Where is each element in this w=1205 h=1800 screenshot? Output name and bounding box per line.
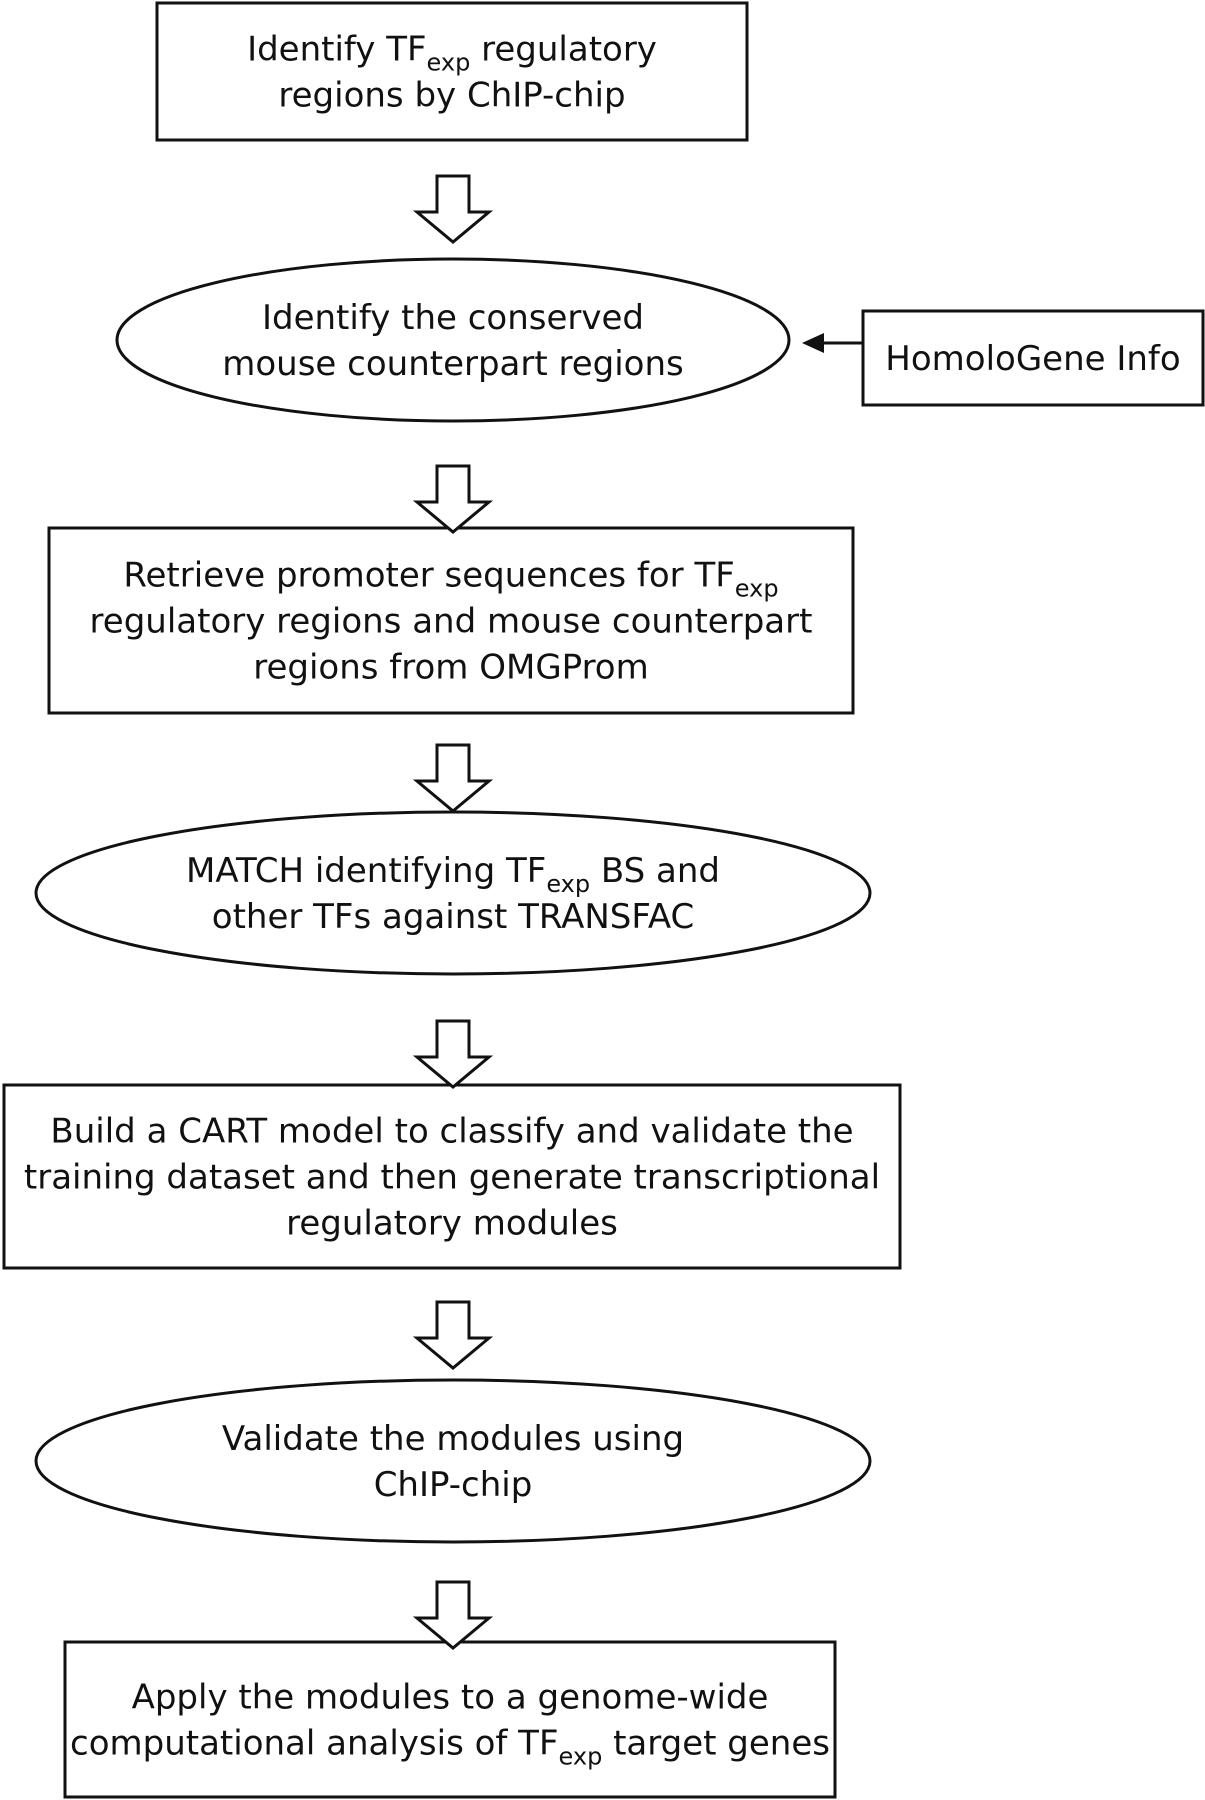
flowchart-arrows: [412, 174, 494, 1650]
text-segment: regulatory regions and mouse counterpart: [90, 602, 813, 642]
text-segment: Apply the modules to a genome-wide: [132, 1678, 769, 1718]
step-text-line: regulatory regions and mouse counterpart: [90, 602, 813, 642]
text-segment: regulatory modules: [286, 1204, 618, 1244]
text-segment: mouse counterpart regions: [222, 344, 684, 384]
homologene-label: HomoloGene Info: [885, 339, 1180, 379]
text-segment: other TFs against TRANSFAC: [212, 897, 694, 937]
step-box: [63, 1640, 837, 1799]
step-text-line: ChIP-chip: [374, 1465, 533, 1505]
homologene-arrowhead-icon: [802, 333, 824, 353]
text-segment: MATCH identifying TF: [186, 851, 546, 891]
step-text-line: regulatory modules: [286, 1204, 618, 1244]
step-2: Identify the conserved mouse counterpart …: [115, 257, 791, 423]
step-text-line: Validate the modules using: [222, 1419, 684, 1459]
step-text-line: Identify the conserved: [262, 298, 644, 338]
step-text-line: Retrieve promoter sequences for TFexp: [123, 556, 778, 603]
step-text-line: Build a CART model to classify and valid…: [50, 1112, 853, 1152]
step-text-line: MATCH identifying TFexp BS and: [186, 851, 720, 898]
text-segment: Build a CART model to classify and valid…: [50, 1112, 853, 1152]
step-text-line: Apply the modules to a genome-wide: [132, 1678, 769, 1718]
step-text-line: regions by ChIP-chip: [278, 76, 625, 116]
step-ellipse: [115, 257, 791, 423]
step-text-line: regions from OMGProm: [253, 648, 648, 688]
text-segment: computational analysis of TF: [70, 1724, 559, 1764]
text-segment: Identify the conserved: [262, 298, 644, 338]
text-segment: Validate the modules using: [222, 1419, 684, 1459]
step-5: Build a CART model to classify and valid…: [2, 1083, 902, 1270]
down-arrow-6: [412, 1580, 494, 1650]
text-segment: Identify TF: [247, 30, 426, 70]
homologene-box: [861, 309, 1205, 407]
step-ellipse: [34, 810, 872, 976]
text-segment: regions from OMGProm: [253, 648, 648, 688]
subscript: exp: [427, 49, 471, 77]
step-text-line: mouse counterpart regions: [222, 344, 684, 384]
text-segment: BS and: [590, 851, 720, 891]
step-7: Apply the modules to a genome-wide comput…: [63, 1640, 837, 1799]
step-ellipse: [34, 1378, 872, 1544]
homologene-input: HomoloGene Info: [802, 309, 1205, 407]
text-segment: ChIP-chip: [374, 1465, 533, 1505]
subscript: exp: [559, 1743, 603, 1771]
subscript: exp: [546, 870, 590, 898]
text-segment: target genes: [602, 1724, 830, 1764]
down-arrow-3: [412, 743, 494, 813]
step-3: Retrieve promoter sequences for TFexpreg…: [47, 526, 855, 715]
down-arrow-1: [412, 174, 494, 244]
step-text-line: training dataset and then generate trans…: [24, 1158, 880, 1198]
down-arrow-2: [412, 464, 494, 534]
step-text-line: other TFs against TRANSFAC: [212, 897, 694, 937]
text-segment: training dataset and then generate trans…: [24, 1158, 880, 1198]
text-segment: regions by ChIP-chip: [278, 76, 625, 116]
step-box: [155, 1, 749, 142]
step-text-line: computational analysis of TFexp target g…: [70, 1724, 830, 1771]
step-text-line: Identify TFexp regulatory: [247, 30, 657, 77]
down-arrow-5: [412, 1300, 494, 1370]
text-segment: Retrieve promoter sequences for TF: [123, 556, 734, 596]
down-arrow-4: [412, 1019, 494, 1089]
text-segment: regulatory: [470, 30, 657, 70]
subscript: exp: [735, 575, 779, 603]
